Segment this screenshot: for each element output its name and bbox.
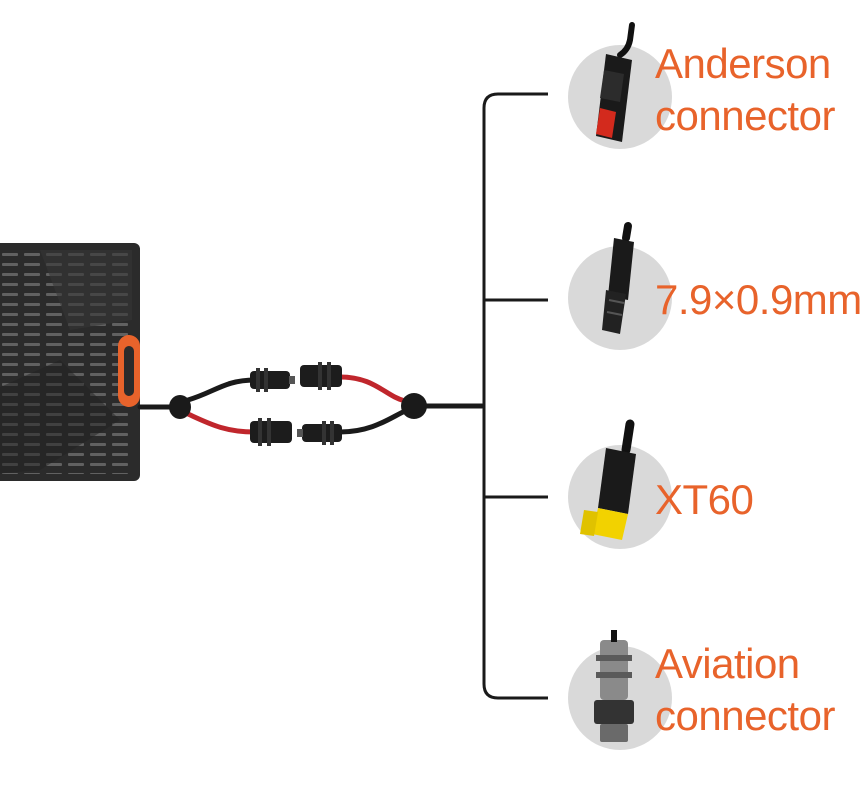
anderson-plug-icon [596, 22, 635, 142]
dc-connector-label: 7.9×0.9mm [655, 276, 862, 323]
mc4-cable-assembly [137, 374, 485, 435]
left-y-junction [169, 395, 191, 419]
right-y-junction [401, 393, 427, 419]
mc4-connector-bottom-male [297, 421, 342, 445]
mc4-connector-bottom-female [250, 418, 292, 446]
aviation-plug-icon [594, 630, 634, 742]
dc-barrel-plug-icon [602, 222, 634, 334]
anderson-connector-label: Anderson connector [655, 40, 835, 139]
diagram-artwork [0, 22, 672, 750]
mc4-connector-top-female [300, 362, 342, 390]
connector-diagram: Anderson connector 7.9×0.9mm XT60 Aviati… [0, 22, 862, 750]
solar-panel [0, 243, 140, 481]
xt60-plug-icon [580, 419, 636, 540]
aviation-connector-label: Aviation connector [655, 640, 835, 739]
branch-bracket [482, 92, 548, 700]
xt60-connector-label: XT60 [655, 476, 754, 523]
mc4-connector-top-male [250, 368, 295, 392]
